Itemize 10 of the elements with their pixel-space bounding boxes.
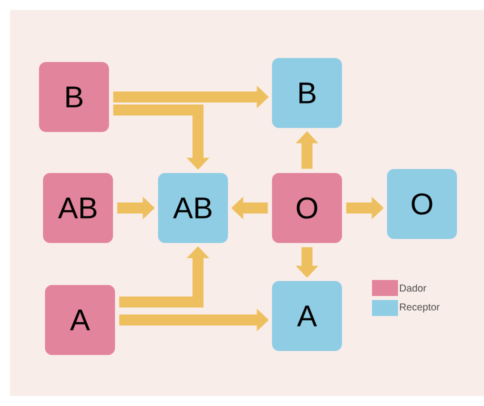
- blood-type-box: O: [272, 173, 342, 243]
- blood-type-box: B: [272, 58, 342, 128]
- blood-type-box: B: [39, 62, 109, 132]
- blood-type-box: O: [387, 169, 457, 239]
- blood-type-box: A: [272, 280, 342, 351]
- legend-label: Dador: [400, 284, 426, 292]
- legend-label: Receptor: [400, 304, 440, 312]
- blood-type-box: AB: [43, 173, 113, 243]
- blood-type-box: AB: [158, 173, 228, 243]
- blood-type-box: A: [45, 284, 115, 355]
